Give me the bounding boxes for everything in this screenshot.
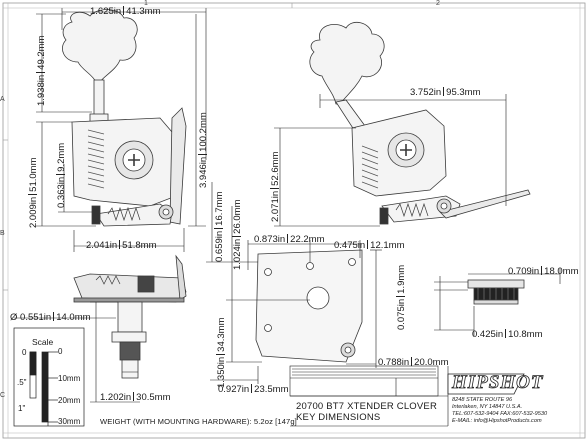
scale-inch-0: 0 (22, 348, 27, 357)
isometric-dimension-lines (274, 94, 507, 227)
front-view-dimension-lines (36, 8, 207, 252)
dim-bushing-flange: 0.075in1.9mm (396, 264, 407, 330)
scale-inch-1: 1" (18, 404, 26, 413)
side-profile-dimension-lines (14, 301, 140, 403)
dim-plate-top-offset: 0.659in16.7mm (214, 191, 225, 262)
grid-label-left-c: C (0, 392, 6, 399)
scale-mm-20: 20mm (58, 396, 81, 405)
front-view-tuner (62, 9, 187, 227)
mounting-plate (255, 249, 363, 363)
dim-front-button-height: 1.938in49.2mm (36, 35, 47, 106)
dim-front-post-offset: 0.363in9.2mm (56, 142, 67, 208)
grid-label-left-a: A (0, 96, 5, 103)
address-line-1: 8248 STATE ROUTE 96 (452, 397, 513, 403)
grid-label-top-1: 1 (144, 0, 148, 7)
part-title: 20700 BT7 XTENDER CLOVER (296, 401, 438, 412)
title-block-frame (289, 365, 449, 427)
scale-title: Scale (32, 337, 54, 347)
plate-dimension-lines (206, 182, 382, 384)
grid-label-top-2: 2 (436, 0, 440, 7)
dim-plate-height: 1.350in34.3mm (216, 317, 227, 388)
scale-mm-0: 0 (58, 347, 63, 356)
scale-mm-10: 10mm (58, 374, 81, 383)
dim-plate-hole-height: 1.024in26.0mm (232, 199, 243, 270)
bushing (467, 279, 525, 305)
dim-front-total-height: 3.946in100.2mm (198, 112, 209, 188)
dim-iso-height: 2.071in52.6mm (270, 151, 281, 222)
grid-label-left-b: B (0, 230, 5, 237)
weight-note: WEIGHT (WITH MOUNTING HARDWARE): 5.2oz [… (100, 417, 297, 426)
isometric-view-tuner (309, 21, 531, 225)
part-subtitle: KEY DIMENSIONS (296, 412, 381, 423)
address-line-2: Interlaken, NY 14847 U.S.A. (452, 404, 523, 410)
phone-fax: TEL:607-532-9404 FAX:607-532-9530 (452, 411, 548, 417)
hipshot-logo-box (447, 373, 525, 395)
side-profile-tuner (73, 254, 187, 379)
hipshot-logo: HIPSHOT (452, 372, 544, 394)
dim-front-housing-height: 2.009in51.0mm (28, 157, 39, 228)
scale-inch-half: .5" (17, 378, 27, 387)
bushing-dimension-lines (434, 268, 561, 336)
scale-mm-30: 30mm (58, 417, 81, 426)
email-link[interactable]: E-MAIL: info@HipshotProducts.com (452, 418, 542, 424)
scale-box (13, 327, 85, 427)
disclaimer-text (292, 367, 436, 377)
